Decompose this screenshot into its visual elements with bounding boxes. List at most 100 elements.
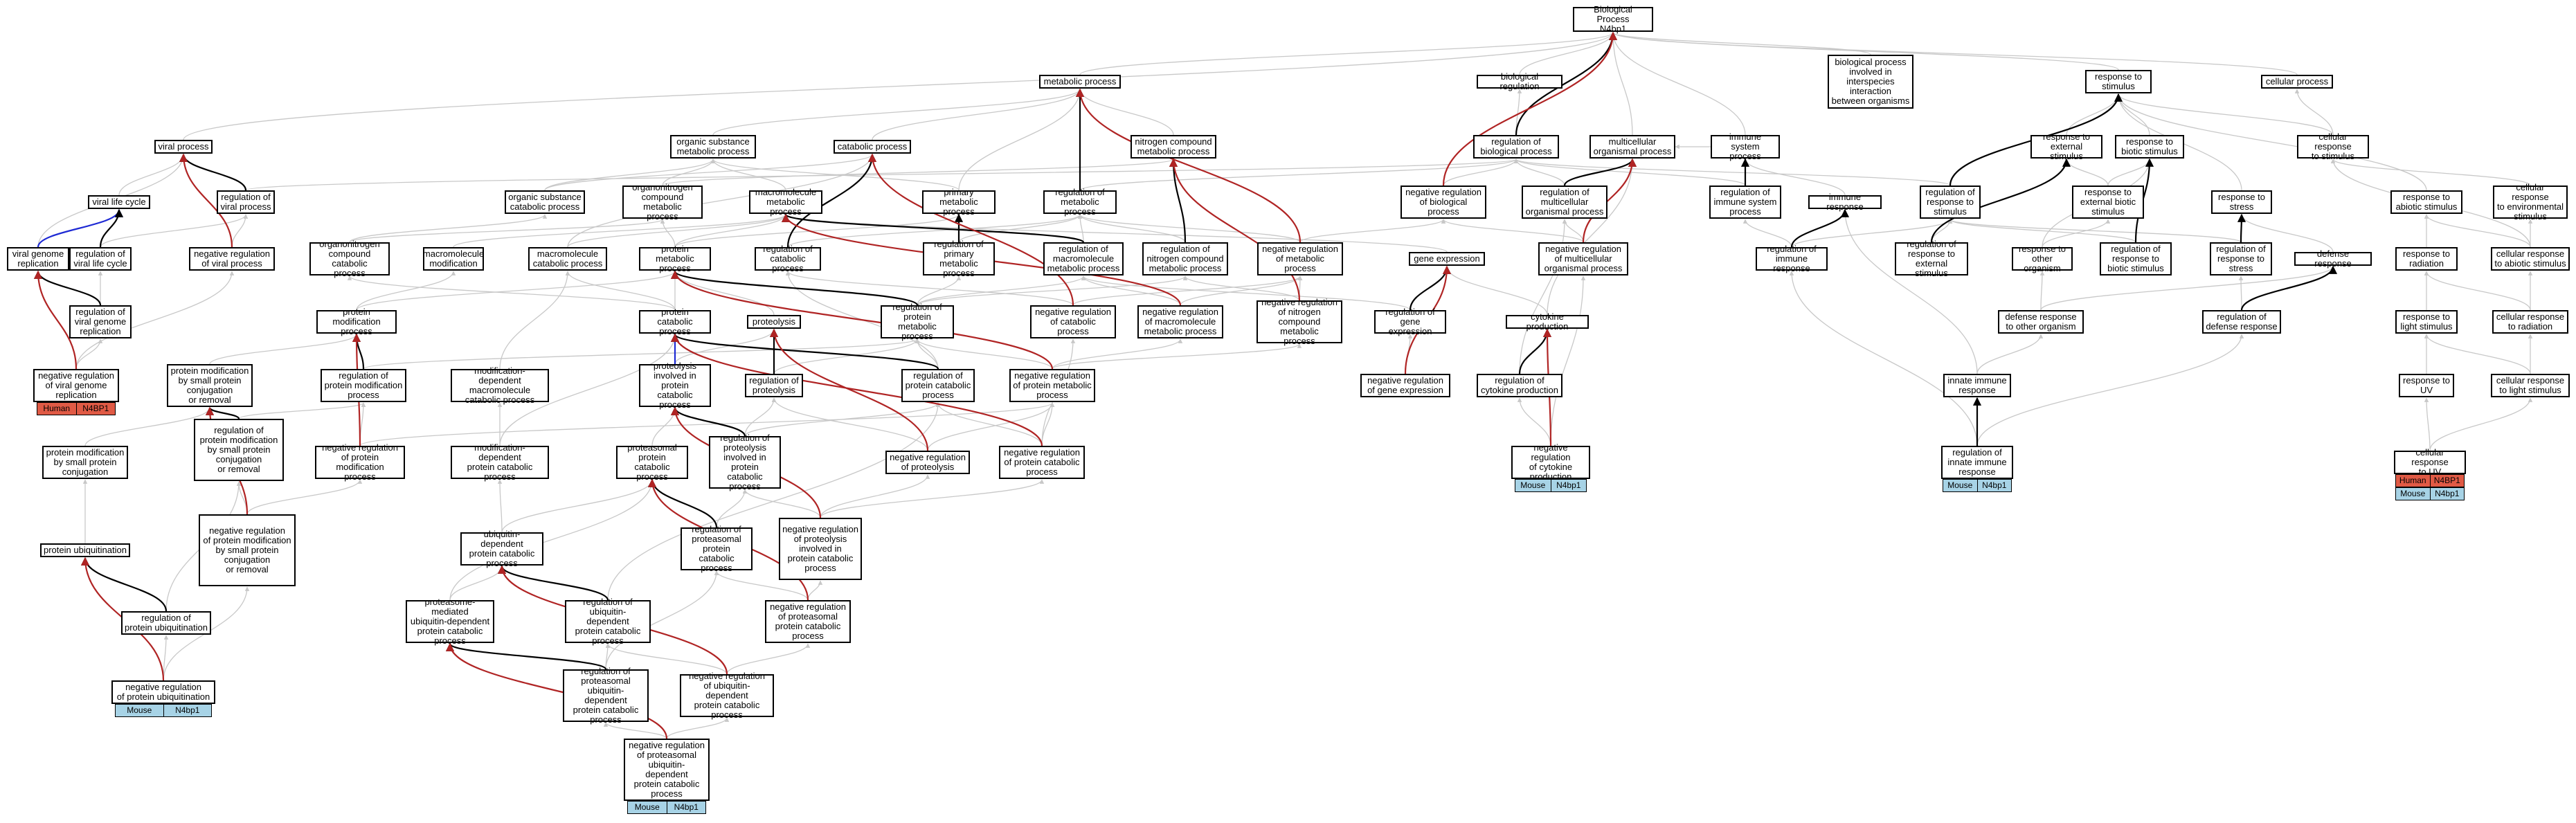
go-term-prot-cat: protein catabolic process [639,307,711,336]
edge-cell-resp-light-to-resp-light [2424,334,2531,374]
edge-cell-resp-uv-to-resp-uv [2424,397,2431,451]
go-term-interspecies: biological process involved in interspec… [1828,55,1913,109]
edge-prot-metab-to-macro-metab [674,214,789,248]
edge-neg-reg-ubiq-dep-to-neg-reg-proteasomal [726,643,811,675]
go-term-reg-prot-metab: regulation of protein metabolic process [881,302,954,341]
edge-prot-mod-to-prot-metab [356,271,678,311]
species-tag-mouse: Mouse N4bp1 [115,704,212,717]
edge-neg-reg-bio-to-bp [1442,31,1618,186]
edge-prot-mod-to-macro-mod [356,271,456,311]
go-term-neg-reg-cytokine: negative regulation of cytokine producti… [1511,443,1590,482]
go-term-viral-life: viral life cycle [88,195,150,209]
go-term-neg-reg-prot-metab: negative regulation of protein metabolic… [1009,369,1095,402]
go-term-innate: innate immune response [1943,374,2011,397]
go-term-macro-mod: macromolecule modification [423,247,484,271]
go-term-reg-multicell: regulation of multicellular organismal p… [1522,186,1607,219]
go-term-neg-reg-gene-expr: negative regulation of gene expression [1360,374,1450,397]
edge-reg-proteasomal-to-proteasomal [647,478,718,528]
edge-reg-viral-life-to-viral-life [99,208,124,248]
edge-organonitro-to-nitro [662,159,1176,186]
edge-reg-prot-metab-to-reg-macro [917,275,1086,306]
go-term-ubiq-dep: ubiquitin-dependent protein catabolic pr… [460,530,543,568]
go-term-defense-other: defense response to other organism [1998,310,2084,334]
go-term-prot-metab: protein metabolic process [639,244,711,273]
edge-cellproc-to-bp [1610,32,2298,75]
go-term-immune-sys: immune system process [1711,132,1780,161]
go-term-mod-dep-prot-cat: modification-dependent protein catabolic… [451,443,549,482]
edge-innate-to-defense-other [1976,334,2044,374]
edge-cytokine-prod-to-gene-expr [1444,266,1548,316]
go-term-reg-defense: regulation of defense response [2202,310,2281,334]
go-term-cell-resp-light: cellular response to light stimulus [2491,374,2570,397]
edge-cytokine-prod-to-multicell [1547,159,1635,316]
go-term-cell-resp-abiotic: cellular response to abiotic stimulus [2491,247,2570,271]
go-term-organonitro-cat: organonitrogen compound catabolic proces… [309,239,390,278]
edge-reg-resp-biotic-to-reg-resp-stim [1947,219,2136,243]
edge-viral-life-to-viral [118,154,186,196]
edge-org-subst-to-metab [712,89,1083,136]
gene-symbol: N4BP1 [82,404,109,413]
edge-reg-cytokine-to-cytokine-prod [1518,328,1552,374]
go-term-proteolysis-inv: proteolysis involved in protein cataboli… [639,361,711,410]
edge-reg-immune-resp-to-reg-immune-sys [1742,219,1792,248]
edge-reg-viral-to-viral [179,153,247,191]
species-name: Mouse [2396,488,2431,500]
edge-reg-viral-to-reg-bio [245,159,1518,191]
edge-neg-reg-prot-metab-to-neg-reg-nitro [1052,343,1302,370]
edge-reg-nitro-to-reg-metab [1077,214,1186,243]
go-term-resp-ext: response to external stimulus [2030,132,2102,161]
edge-cell-resp-uv-to-cell-resp-light [2429,397,2533,451]
go-term-reg-prot-mod: regulation of protein modification proce… [321,369,406,402]
go-term-reg-catab: regulation of catabolic process [755,244,821,273]
edge-prot-cat-to-organonitro-cat [347,275,676,311]
go-term-resp-stress: response to stress [2211,190,2272,214]
gene-symbol: N4bp1 [175,705,200,715]
go-term-reg-resp-stress: regulation of response to stress [2210,242,2272,275]
edge-neg-reg-metab-to-reg-metab [1077,214,1301,243]
edge-interspecies-to-bp [1610,32,1871,55]
go-term-prot-mod-small-conj: protein modification by small protein co… [42,446,128,479]
edge-viral-to-bp [183,32,1616,141]
edge-reg-innate-to-reg-immune-resp [1789,271,1978,446]
edge-proteasome-med-to-proteasomal [449,479,655,601]
go-term-reg-metab: regulation of metabolic process [1043,188,1117,217]
go-term-reg-proteasomal: regulation of proteasomal protein catabo… [681,525,753,573]
edge-neg-reg-proteolysis-to-neg-reg-prot-metab [927,402,1055,451]
go-term-prot-ubiq: protein ubiquitination [40,543,130,557]
go-term-reg-prot-cat: regulation of protein catabolic process [901,369,975,402]
edge-viral-genome-to-viral-life [37,208,123,248]
edge-neg-reg-proteasomal-to-reg-proteasomal [714,570,809,601]
go-term-resp-radiation: response to radiation [2395,247,2458,271]
gene-symbol: N4bp1 [2435,489,2460,498]
go-term-reg-ubiq-dep: regulation of ubiquitin-dependent protei… [565,597,651,646]
go-term-cytokine-prod: cytokine production [1506,312,1589,332]
go-term-cell-resp-stim: cellular response to stimulus [2297,132,2369,161]
go-term-metab: metabolic process [1039,75,1121,89]
go-term-catab: catabolic process [834,140,911,154]
go-term-neg-reg-proteolysis: negative regulation of proteolysis [885,451,970,474]
species-name: Mouse [116,705,164,716]
edge-reg-bio-to-bp [1515,31,1618,136]
go-term-neg-reg-prot-ubiq: negative regulation of protein ubiquitin… [111,680,215,704]
edge-neg-reg-nitro-to-nitro [1169,158,1301,301]
edge-reg-prot-mod-small-to-prot-mod-small [206,406,240,419]
go-term-immune-resp: immune response [1808,192,1882,212]
edge-neg-reg-prot-mod-small-to-neg-reg-prot-mod [246,479,363,515]
go-term-cell-resp-env: cellular response to environmental stimu… [2493,183,2568,221]
edge-resp-abiotic-to-resp-stim [2116,93,2427,191]
go-term-resp-ext-biotic: response to external biotic stimulus [2072,186,2144,219]
go-term-nitro: nitrogen compound metabolic process [1131,135,1216,159]
edge-prot-mod-small-conj-to-prot-mod-small [84,407,213,446]
go-term-prim-metab: primary metabolic process [922,188,996,217]
go-term-neg-reg-prot-mod: negative regulation of protein modificat… [315,443,405,482]
edge-macro-cat-to-catab [567,154,875,248]
edge-neg-reg-viral-genome-to-neg-reg-viral [75,271,235,370]
species-name: Mouse [1943,480,1978,491]
go-term-neg-reg-nitro: negative regulation of nitrogen compound… [1257,298,1342,346]
edge-resp-other-org-to-resp-ext-biotic [2042,219,2111,248]
edge-reg-gene-expr-to-gene-expr [1409,265,1452,311]
